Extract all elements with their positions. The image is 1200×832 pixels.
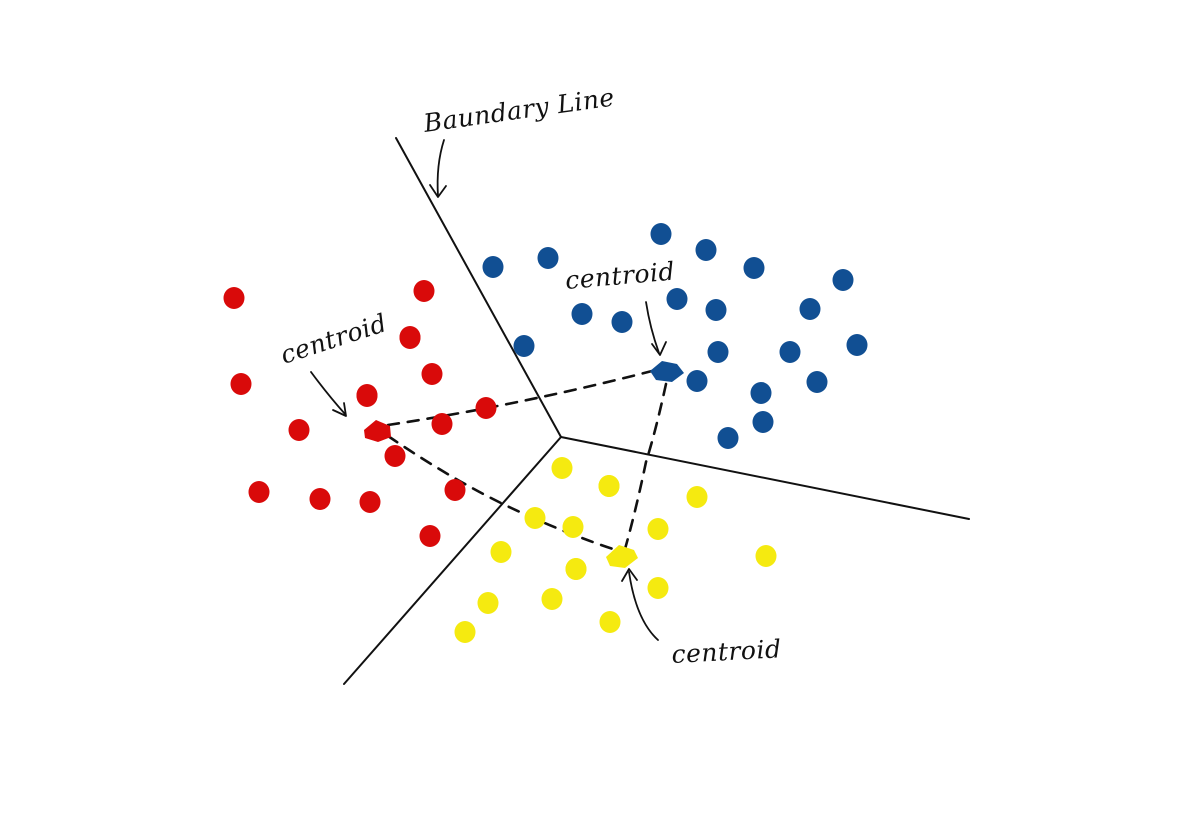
red-point-2 bbox=[413, 280, 435, 302]
yellow-point-15 bbox=[565, 558, 587, 580]
boundary-arrow-icon bbox=[429, 139, 447, 198]
diagram-labels: Baundary Line centroid centroid centroid bbox=[277, 82, 782, 669]
yellow-point-10 bbox=[647, 577, 669, 599]
yellow-point-12 bbox=[541, 588, 563, 610]
centroid-blue-label: centroid bbox=[564, 257, 676, 295]
centroid-red-label: centroid bbox=[277, 308, 391, 370]
blue-centroid-marker bbox=[650, 361, 684, 382]
yellow-point-3 bbox=[686, 486, 708, 508]
red-point-4 bbox=[230, 373, 252, 395]
red-point-8 bbox=[431, 413, 453, 435]
blue-point-14 bbox=[779, 341, 801, 363]
red-point-1 bbox=[223, 287, 245, 309]
blue-point-1 bbox=[650, 223, 672, 245]
red-centroid-marker bbox=[364, 420, 391, 442]
yellow-point-11 bbox=[477, 592, 499, 614]
yellow-point-8 bbox=[755, 545, 777, 567]
connector-red-yellow bbox=[386, 434, 618, 552]
blue-point-8 bbox=[571, 303, 593, 325]
red-point-12 bbox=[309, 488, 331, 510]
red-point-16 bbox=[356, 385, 378, 407]
boundary-lines bbox=[343, 137, 970, 685]
yellow-point-16 bbox=[598, 475, 620, 497]
yellow-point-13 bbox=[599, 611, 621, 633]
blue-point-13 bbox=[707, 341, 729, 363]
red-point-14 bbox=[444, 479, 466, 501]
blue-point-19 bbox=[752, 411, 774, 433]
blue-point-16 bbox=[686, 370, 708, 392]
yellow-point-6 bbox=[647, 518, 669, 540]
cluster-points bbox=[223, 223, 868, 643]
blue-point-5 bbox=[743, 257, 765, 279]
yellow-point-1 bbox=[551, 457, 573, 479]
centroid-connectors bbox=[386, 369, 668, 552]
blue-point-17 bbox=[806, 371, 828, 393]
blue-point-4 bbox=[482, 256, 504, 278]
blue-point-9 bbox=[611, 311, 633, 333]
yellow-point-5 bbox=[562, 516, 584, 538]
yellow-point-7 bbox=[490, 541, 512, 563]
boundary-line-bottom-left bbox=[343, 436, 562, 685]
red-point-9 bbox=[475, 397, 497, 419]
red-point-13 bbox=[359, 491, 381, 513]
yellow-centroid-marker bbox=[606, 545, 638, 568]
blue-point-12 bbox=[513, 335, 535, 357]
annotation-arrows bbox=[310, 139, 667, 641]
blue-point-15 bbox=[846, 334, 868, 356]
blue-point-18 bbox=[750, 382, 772, 404]
blue-point-11 bbox=[799, 298, 821, 320]
boundary-line-label: Baundary Line bbox=[421, 82, 617, 138]
red-point-15 bbox=[419, 525, 441, 547]
red-point-11 bbox=[248, 481, 270, 503]
yellow-point-4 bbox=[524, 507, 546, 529]
blue-point-10 bbox=[705, 299, 727, 321]
centroid-blue-arrow-icon bbox=[645, 301, 667, 356]
boundary-line-top bbox=[395, 137, 562, 438]
yellow-point-14 bbox=[454, 621, 476, 643]
blue-point-3 bbox=[537, 247, 559, 269]
boundary-line-right bbox=[560, 436, 970, 520]
connector-blue-yellow bbox=[623, 382, 668, 551]
red-point-10 bbox=[384, 445, 406, 467]
red-point-7 bbox=[288, 419, 310, 441]
centroid-red-arrow-icon bbox=[310, 371, 347, 417]
blue-point-7 bbox=[666, 288, 688, 310]
centroid-markers bbox=[364, 361, 684, 568]
blue-point-6 bbox=[832, 269, 854, 291]
centroid-yellow-arrow-icon bbox=[621, 568, 659, 641]
blue-point-2 bbox=[695, 239, 717, 261]
blue-point-20 bbox=[717, 427, 739, 449]
red-point-5 bbox=[421, 363, 443, 385]
red-point-17 bbox=[399, 327, 421, 349]
centroid-yellow-label: centroid bbox=[671, 634, 782, 669]
